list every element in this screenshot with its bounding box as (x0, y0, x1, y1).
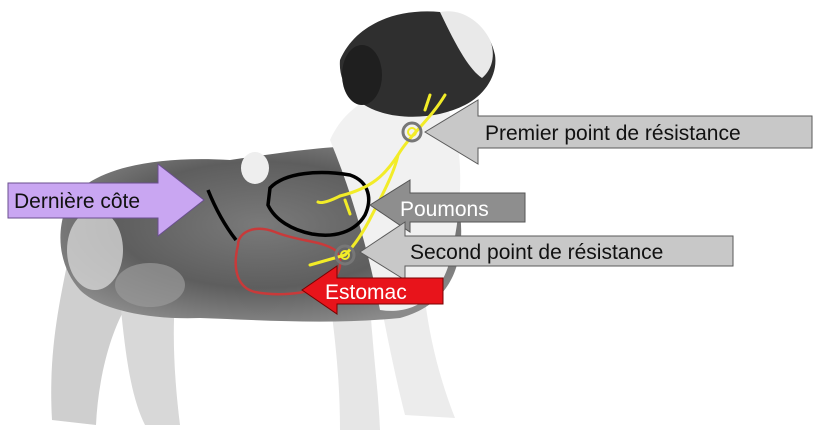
label-derniere-cote: Dernière côte (14, 190, 140, 213)
label-estomac: Estomac (325, 281, 407, 304)
label-poumons: Poumons (400, 198, 489, 221)
label-second-point: Second point de résistance (410, 241, 663, 264)
arrow-premier-point: Premier point de résistance (425, 100, 812, 164)
label-premier-point: Premier point de résistance (485, 122, 741, 145)
